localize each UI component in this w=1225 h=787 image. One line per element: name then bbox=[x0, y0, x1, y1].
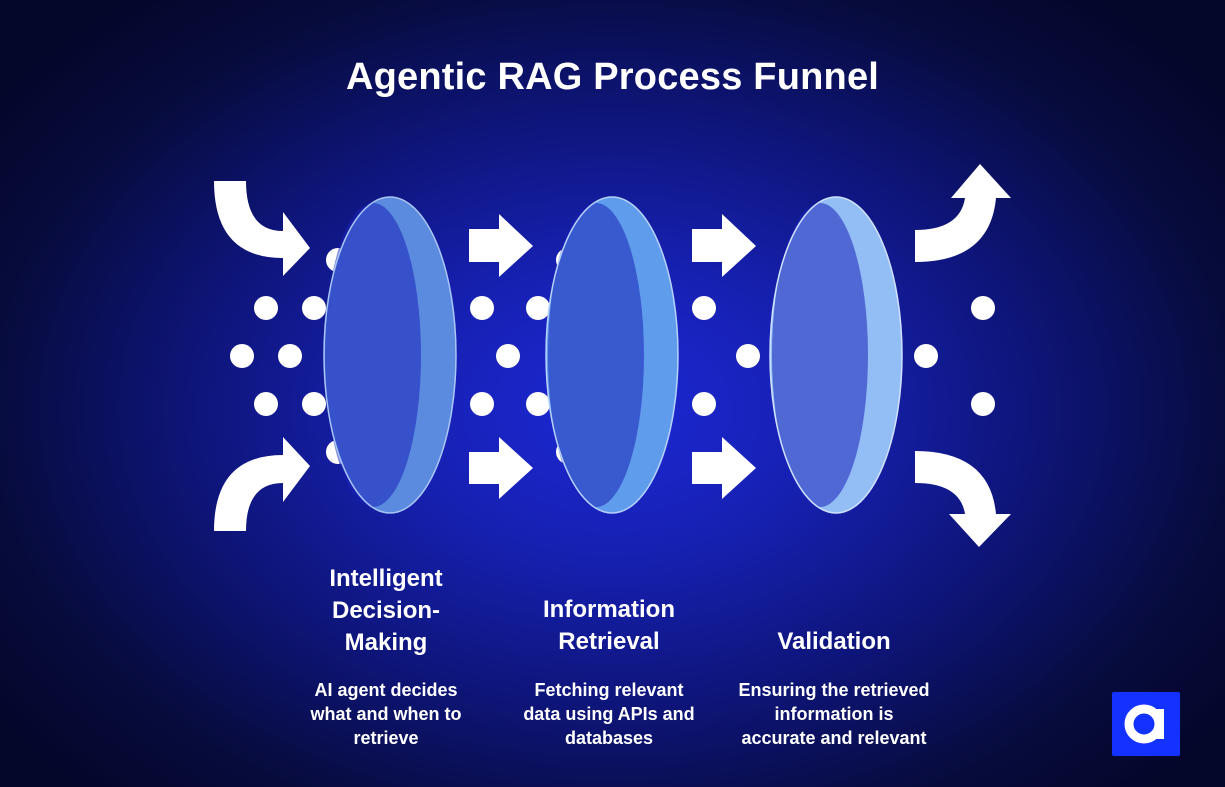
particle-dot bbox=[736, 344, 760, 368]
particle-dot bbox=[254, 392, 278, 416]
particle-dot bbox=[470, 296, 494, 320]
particle-dot bbox=[914, 344, 938, 368]
right-arrow-icon bbox=[692, 214, 756, 277]
stage-3-description: Ensuring the retrieved information is ac… bbox=[738, 680, 930, 748]
curved-arrow-icon bbox=[214, 437, 310, 531]
right-arrow-icon bbox=[469, 437, 533, 499]
curved-arrow-icon bbox=[214, 181, 310, 276]
stage-1-ring bbox=[323, 196, 457, 514]
diagram-title: Agentic RAG Process Funnel bbox=[345, 56, 880, 98]
particle-dot bbox=[470, 392, 494, 416]
stage-2-title: Information Retrieval bbox=[543, 596, 675, 655]
particle-dot bbox=[302, 392, 326, 416]
particle-dot bbox=[302, 296, 326, 320]
particle-dot bbox=[526, 392, 550, 416]
particle-dot bbox=[278, 344, 302, 368]
particle-dot bbox=[971, 392, 995, 416]
stage-3-title: Validation bbox=[777, 628, 891, 655]
logo-icon bbox=[1124, 704, 1164, 744]
right-arrow-icon bbox=[469, 214, 533, 277]
particle-dot bbox=[692, 392, 716, 416]
stage-1-description: AI agent decides what and when to retrie… bbox=[310, 680, 462, 748]
brand-logo bbox=[1112, 692, 1180, 756]
curved-arrow-icon bbox=[915, 164, 1011, 262]
stage-2-ring bbox=[545, 196, 679, 514]
right-arrow-icon bbox=[692, 437, 756, 499]
stage-2-description: Fetching relevant data using APIs and da… bbox=[523, 680, 695, 748]
particle-dot bbox=[692, 296, 716, 320]
particle-dot bbox=[254, 296, 278, 320]
particle-dot bbox=[496, 344, 520, 368]
particle-dot bbox=[230, 344, 254, 368]
particle-dot bbox=[971, 296, 995, 320]
particle-dot bbox=[526, 296, 550, 320]
stage-3-ring bbox=[769, 196, 903, 514]
stage-1-title: Intelligent Decision- Making bbox=[329, 565, 443, 656]
curved-arrow-icon bbox=[915, 451, 1011, 547]
